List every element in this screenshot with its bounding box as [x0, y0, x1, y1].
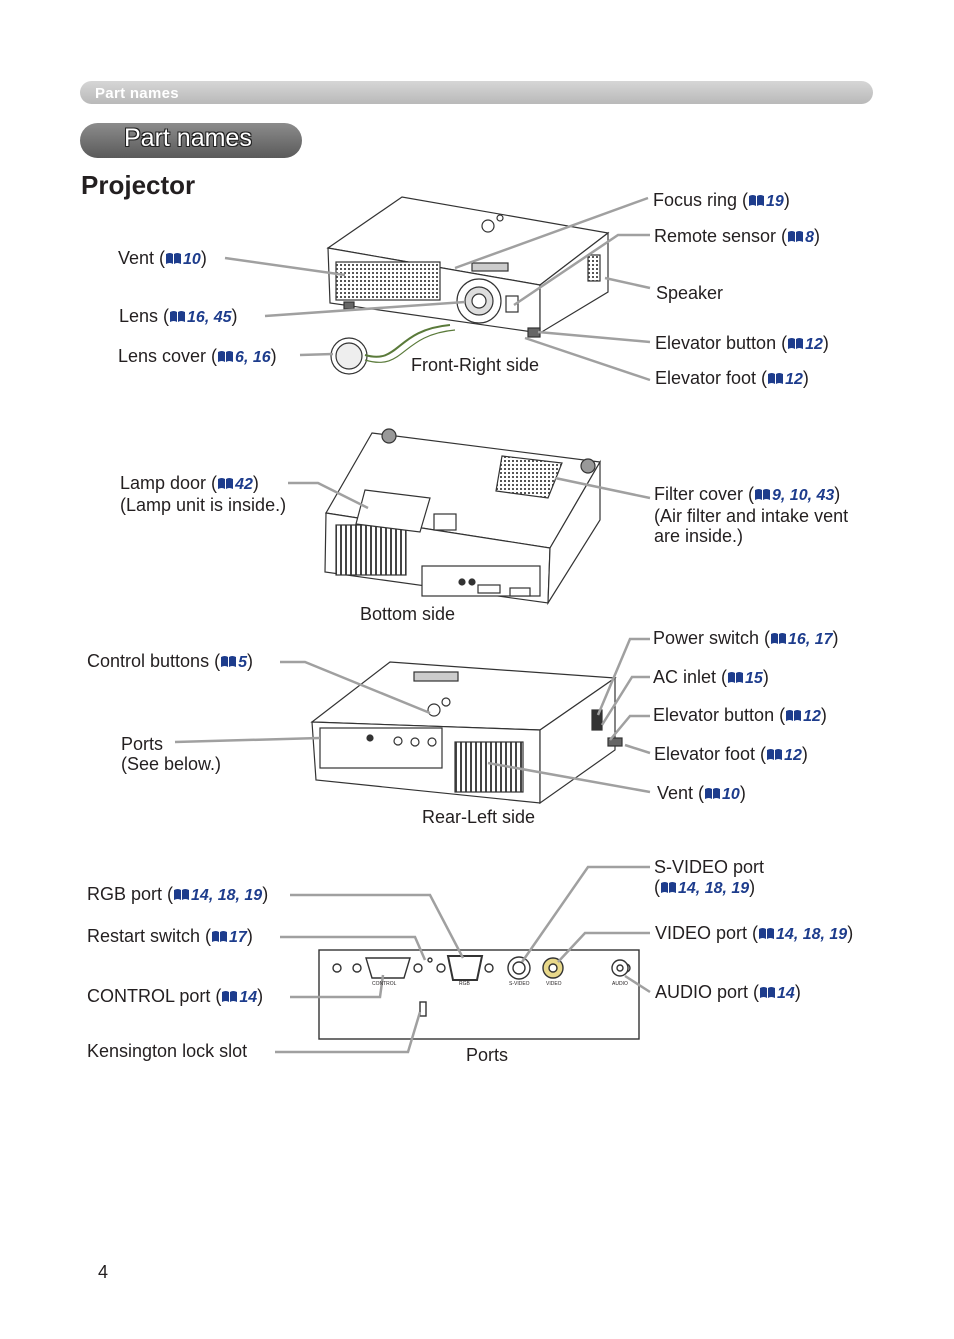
label-ports-rear: Ports(See below.) — [121, 734, 222, 774]
label-vent-front: Vent (10) — [118, 248, 207, 268]
book-icon — [768, 373, 784, 384]
caption-ports: Ports — [466, 1045, 509, 1065]
label-power-switch: Power switch (16, 17) — [653, 628, 839, 648]
label-lamp-door: Lamp door (42)(Lamp unit is inside.) — [120, 473, 287, 515]
book-icon — [749, 195, 765, 206]
label-svideo-port: S-VIDEO port(14, 18, 19) — [654, 857, 765, 897]
label-remote-sensor: Remote sensor (8) — [654, 226, 820, 246]
book-icon — [222, 991, 238, 1002]
section-title: Part names — [124, 124, 252, 152]
book-icon — [212, 931, 228, 942]
book-icon — [759, 928, 775, 939]
book-icon — [788, 338, 804, 349]
section-pill — [80, 123, 302, 158]
label-rgb-port: RGB port (14, 18, 19) — [87, 884, 269, 904]
label-lens-cover: Lens cover (6, 16) — [118, 346, 277, 366]
book-icon — [174, 889, 190, 900]
label-elevator-foot-front: Elevator foot (12) — [655, 368, 809, 388]
book-icon — [166, 253, 182, 264]
panel-label-control: CONTROL — [372, 981, 397, 987]
label-control-buttons: Control buttons (5) — [87, 651, 253, 671]
caption-front-right: Front-Right side — [411, 355, 540, 375]
label-control-port: CONTROL port (14) — [87, 986, 264, 1006]
panel-label-svideo: S-VIDEO — [509, 981, 530, 987]
book-icon — [705, 788, 721, 799]
caption-rear-left: Rear-Left side — [422, 807, 536, 827]
label-elevator-button-front: Elevator button (12) — [655, 333, 829, 353]
label-audio-port: AUDIO port (14) — [655, 982, 801, 1002]
book-icon — [760, 987, 776, 998]
running-header-bar — [80, 81, 873, 104]
panel-label-video: VIDEO — [546, 981, 562, 987]
book-icon — [771, 633, 787, 644]
bottom-view — [324, 428, 601, 606]
label-video-port: VIDEO port (14, 18, 19) — [655, 923, 854, 943]
label-elevator-foot-rear: Elevator foot (12) — [654, 744, 808, 764]
label-speaker: Speaker — [656, 283, 724, 303]
label-lens: Lens (16, 45) — [119, 306, 238, 326]
book-icon — [218, 351, 234, 362]
book-icon — [767, 749, 783, 760]
page-title: Projector — [81, 170, 196, 200]
book-icon — [170, 311, 186, 322]
book-icon — [755, 489, 771, 500]
label-kensington-slot: Kensington lock slot — [87, 1041, 248, 1061]
label-ac-inlet: AC inlet (15) — [653, 667, 769, 687]
label-filter-cover: Filter cover (9, 10, 43)(Air filter and … — [654, 484, 849, 546]
book-icon — [728, 672, 744, 683]
ports-panel — [318, 949, 640, 1040]
panel-label-rgb: RGB — [459, 981, 470, 987]
rear-view — [310, 661, 623, 805]
label-restart-switch: Restart switch (17) — [87, 926, 253, 946]
caption-bottom: Bottom side — [360, 604, 456, 624]
book-icon — [218, 478, 234, 489]
book-icon — [661, 882, 676, 893]
label-vent-rear: Vent (10) — [657, 783, 746, 803]
page-number: 4 — [98, 1262, 109, 1282]
running-header-title: Part names — [95, 85, 179, 102]
panel-label-audio: AUDIO — [612, 981, 628, 987]
leader-lines — [174, 196, 651, 1054]
book-icon — [788, 231, 804, 242]
label-focus-ring: Focus ring (19) — [653, 190, 790, 210]
book-icon — [786, 710, 802, 721]
front-view — [326, 196, 610, 375]
book-icon — [221, 656, 237, 667]
label-elevator-button-rear: Elevator button (12) — [653, 705, 827, 725]
